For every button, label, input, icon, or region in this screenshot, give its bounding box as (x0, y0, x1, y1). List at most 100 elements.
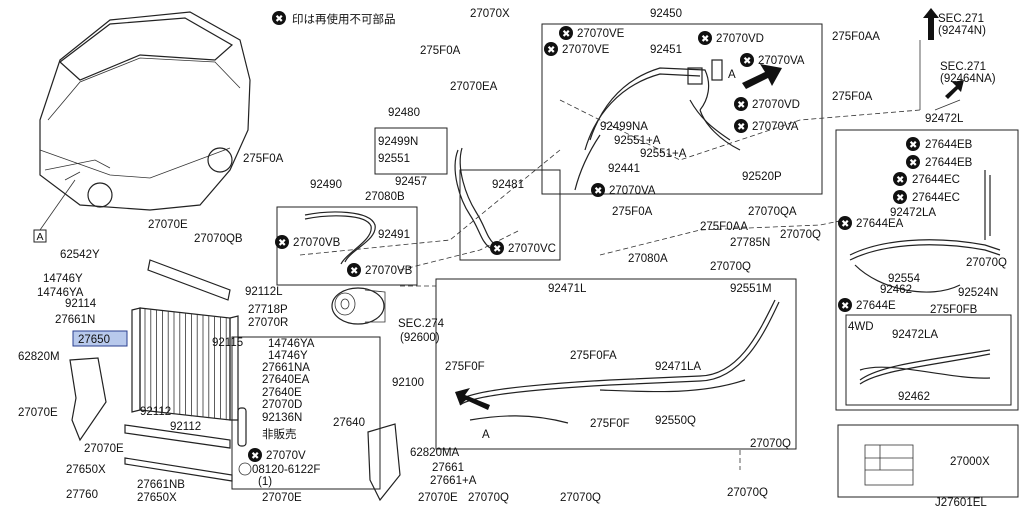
part-label-27070e-2[interactable]: 27070E (18, 407, 58, 419)
part-label-sec274b[interactable]: (92600) (400, 332, 440, 344)
part-label-62542y[interactable]: 62542Y (60, 249, 100, 261)
part-label-275f0aa-2[interactable]: 275F0AA (700, 221, 748, 233)
part-label-27070va-2[interactable]: 27070VA (752, 121, 799, 133)
part-label-92499n[interactable]: 92499N (378, 136, 418, 148)
part-label-275f0a-2[interactable]: 275F0A (832, 91, 873, 103)
part-label-27650x-1[interactable]: 27650X (66, 464, 106, 476)
part-label-92462-2[interactable]: 92462 (898, 391, 930, 403)
part-label-4wd[interactable]: 4WD (848, 321, 874, 333)
part-label-92441[interactable]: 92441 (608, 163, 640, 175)
part-label-92554[interactable]: 92554 (888, 273, 921, 285)
part-label-27000x[interactable]: 27000X (950, 456, 990, 468)
part-label-275f0a-1[interactable]: 275F0A (420, 45, 461, 57)
part-label-14746ya-2[interactable]: 14746YA (268, 338, 315, 350)
part-label-27070e-5[interactable]: 27070E (418, 492, 458, 504)
part-label-92112-1[interactable]: 92112 (140, 406, 171, 418)
part-label-sec271a2[interactable]: (92474N) (938, 25, 986, 37)
part-label-27080b[interactable]: 27080B (365, 191, 405, 203)
part-label-92462-1[interactable]: 92462 (880, 284, 912, 296)
part-label-92100[interactable]: 92100 (392, 377, 424, 389)
part-label-92490[interactable]: 92490 (310, 179, 342, 191)
part-label-92450[interactable]: 92450 (650, 8, 682, 20)
part-label-92471la[interactable]: 92471LA (655, 361, 701, 373)
part-label-275f0fa[interactable]: 275F0FA (570, 350, 617, 362)
part-label-92491[interactable]: 92491 (378, 229, 410, 241)
part-label-27760[interactable]: 27760 (66, 489, 98, 501)
part-label-275f0fb[interactable]: 275F0FB (930, 304, 978, 316)
part-label-92136n[interactable]: 92136N (262, 412, 302, 424)
part-label-27070vb-1[interactable]: 27070VB (293, 237, 341, 249)
part-label-92115[interactable]: 92115 (212, 337, 243, 349)
part-label-27070q-4[interactable]: 27070Q (750, 438, 791, 450)
part-label-275f0a-3[interactable]: 275F0A (243, 153, 284, 165)
part-label-92551a-2[interactable]: 92551+A (640, 148, 687, 160)
part-label-27070vd-2[interactable]: 27070VD (752, 99, 800, 111)
part-label-92524n[interactable]: 92524N (958, 287, 998, 299)
part-label-14746ya-1[interactable]: 14746YA (37, 287, 84, 299)
part-label-27080a[interactable]: 27080A (628, 253, 668, 265)
part-label-27070q-2[interactable]: 27070Q (710, 261, 751, 273)
part-label-92499na[interactable]: 92499NA (600, 121, 648, 133)
part-label-27070v[interactable]: 27070V (266, 450, 306, 462)
part-label-27661[interactable]: 27661 (432, 462, 464, 474)
part-label-27070e-3[interactable]: 27070E (84, 443, 124, 455)
part-label-27070va-1[interactable]: 27070VA (758, 55, 805, 67)
part-label-27661n[interactable]: 27661N (55, 314, 95, 326)
part-label-27070q-3[interactable]: 27070Q (966, 257, 1007, 269)
part-27650-highlight[interactable] (72, 330, 128, 347)
part-label-27070va-3[interactable]: 27070VA (609, 185, 656, 197)
part-label-27070qb[interactable]: 27070QB (194, 233, 243, 245)
part-label-sec271b[interactable]: SEC.271 (940, 61, 986, 73)
part-label-27640[interactable]: 27640 (333, 417, 365, 429)
part-label-27661a[interactable]: 27661+A (430, 475, 477, 487)
part-label-275f0aa-1[interactable]: 275F0AA (832, 31, 880, 43)
part-label-27070ve-1[interactable]: 27070VE (577, 28, 625, 40)
part-label-27070q-6[interactable]: 27070Q (560, 492, 601, 504)
part-label-27644e[interactable]: 27644E (856, 300, 896, 312)
part-label-92480[interactable]: 92480 (388, 107, 420, 119)
part-label-27070vd-1[interactable]: 27070VD (716, 33, 764, 45)
part-label-27718p[interactable]: 27718P (248, 304, 288, 316)
part-label-92114[interactable]: 92114 (65, 298, 97, 310)
part-label-92472l[interactable]: 92472L (925, 113, 964, 125)
part-label-27644eb-1[interactable]: 27644EB (925, 139, 973, 151)
part-label-27644ea[interactable]: 27644EA (856, 218, 904, 230)
part-label-92112-2[interactable]: 92112 (170, 421, 201, 433)
part-label-14746y-2[interactable]: 14746Y (268, 350, 308, 362)
part-label-27070qa[interactable]: 27070QA (748, 206, 797, 218)
part-label-27070q-1[interactable]: 27070Q (780, 229, 821, 241)
part-label-27644eb-2[interactable]: 27644EB (925, 157, 973, 169)
part-label-275f0f-2[interactable]: 275F0F (590, 418, 630, 430)
part-label-92472la-1[interactable]: 92472LA (890, 207, 936, 219)
part-label-27070q-7[interactable]: 27070Q (727, 487, 768, 499)
part-label-sec271a[interactable]: SEC.271 (938, 13, 984, 25)
part-label-27650[interactable]: 27650 (78, 334, 110, 346)
part-label-27070ea[interactable]: 27070EA (450, 81, 498, 93)
part-label--hanbai[interactable]: 非販売 (262, 428, 297, 441)
part-label-62820ma[interactable]: 62820MA (410, 447, 460, 459)
part-label-27070vc[interactable]: 27070VC (508, 243, 556, 255)
part-label-92112l[interactable]: 92112L (245, 286, 283, 298)
part-label-27070vb-2[interactable]: 27070VB (365, 265, 413, 277)
part-label-27070e-1[interactable]: 27070E (148, 219, 188, 231)
part-label-08120[interactable]: 08120-6122F (252, 464, 320, 476)
part-label-27785n[interactable]: 27785N (730, 237, 770, 249)
part-label-92550q[interactable]: 92550Q (655, 415, 696, 427)
part-label-27640e[interactable]: 27640E (262, 387, 302, 399)
part-label-27644ec-1[interactable]: 27644EC (912, 174, 960, 186)
part-label-sec271b2[interactable]: (92464NA) (940, 73, 996, 85)
part-label-92551m[interactable]: 92551M (730, 283, 772, 295)
part-label-27070d[interactable]: 27070D (262, 399, 302, 411)
part-label-92520p[interactable]: 92520P (742, 171, 782, 183)
part-label-92551[interactable]: 92551 (378, 153, 410, 165)
part-label-14746y[interactable]: 14746Y (43, 273, 83, 285)
part-label-27070r[interactable]: 27070R (248, 317, 288, 329)
part-label-92471l[interactable]: 92471L (548, 283, 587, 295)
part-label-08120b[interactable]: (1) (258, 476, 272, 488)
part-label-27650x-2[interactable]: 27650X (137, 492, 177, 504)
part-label-27070q-5[interactable]: 27070Q (468, 492, 509, 504)
part-label-92457[interactable]: 92457 (395, 176, 427, 188)
part-label-92451[interactable]: 92451 (650, 44, 682, 56)
part-label-27640ea[interactable]: 27640EA (262, 374, 310, 386)
part-label-92551a-1[interactable]: 92551+A (614, 135, 661, 147)
